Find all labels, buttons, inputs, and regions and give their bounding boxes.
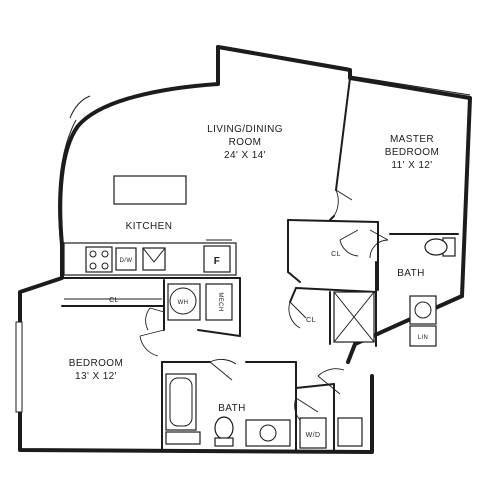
dishwasher <box>115 247 137 271</box>
master-bedroom-name: MASTER <box>390 134 434 145</box>
master-bath-fixtures <box>333 237 456 347</box>
main-bath-name: BATH <box>218 403 246 414</box>
refrigerator <box>203 245 231 273</box>
stove <box>85 246 113 273</box>
bath-sink <box>409 295 437 325</box>
bedroom-name: BEDROOM <box>69 358 123 369</box>
living-room-size: 24' X 14' <box>224 150 266 161</box>
sink <box>142 247 166 271</box>
living-room-name-2: ROOM <box>229 137 262 148</box>
interior-walls <box>61 77 459 451</box>
windows <box>15 45 471 413</box>
fridge-label: F <box>214 256 221 267</box>
master-bath-name: BATH <box>397 268 425 279</box>
water-heater <box>169 287 197 315</box>
kitchen-name: KITCHEN <box>126 221 173 232</box>
bedroom-size: 13' X 12' <box>75 371 117 382</box>
washer-dryer <box>299 417 327 449</box>
washer-dryer-label: W/D <box>306 432 321 439</box>
hall-closet-label: CL <box>306 317 316 324</box>
doors <box>139 189 389 421</box>
linen-label: LIN <box>418 335 429 341</box>
main-bath-fixtures <box>165 373 363 449</box>
linen-closet <box>409 325 437 347</box>
master-bedroom-size: 11' X 12' <box>391 160 432 171</box>
main-sink <box>245 419 291 447</box>
bathtub <box>165 373 197 431</box>
dishwasher-label: D/W <box>120 258 133 264</box>
main-toilet <box>214 416 234 440</box>
bedroom-closet-label: CL <box>109 297 119 304</box>
utility-closet <box>167 283 233 321</box>
kitchen-counter <box>63 239 237 276</box>
living-room-name: LIVING/DINING <box>207 124 283 135</box>
master-bedroom-name-2: BEDROOM <box>385 147 439 158</box>
kitchen-island <box>113 175 187 205</box>
master-closet-label: CL <box>331 251 341 258</box>
mech-label: MECH <box>217 292 223 311</box>
mech-unit <box>205 283 233 321</box>
water-heater-label: WH <box>178 300 189 306</box>
